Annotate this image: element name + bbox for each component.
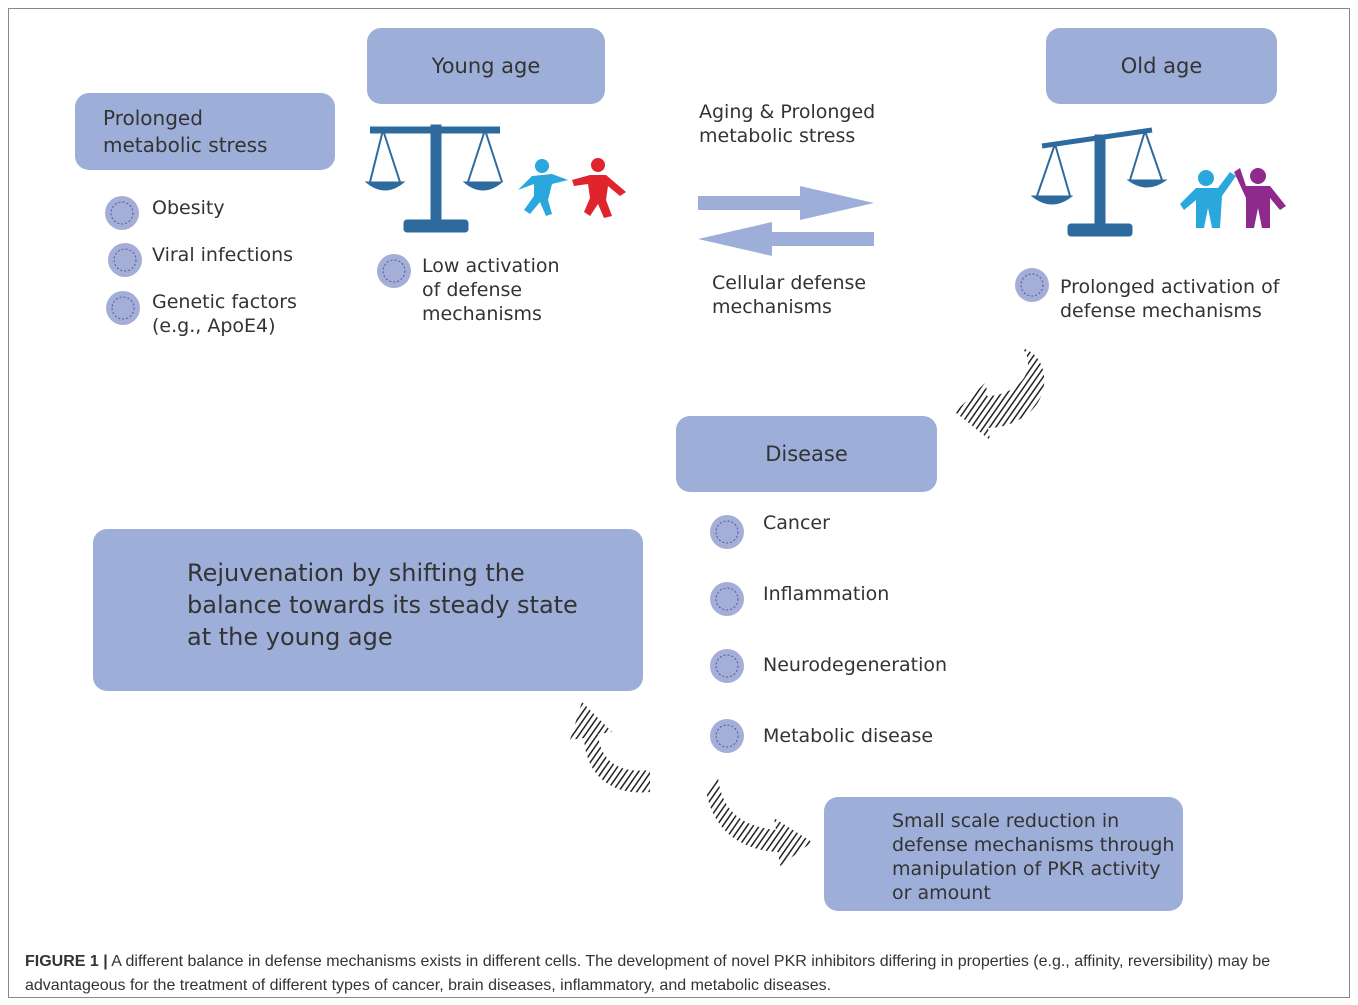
figure-caption-label: FIGURE 1 | (25, 953, 108, 970)
disease-box: Disease (676, 416, 937, 492)
virus-bullet-icon (710, 719, 744, 753)
figure-frame (8, 8, 1350, 998)
figure-caption-text: A different balance in defense mechanism… (25, 953, 1271, 994)
old-age-note: Prolonged activation of defense mechanis… (1060, 276, 1280, 322)
virus-bullet-icon (108, 243, 142, 277)
backward-arrow-label: Cellular defense mechanisms (712, 272, 867, 318)
virus-bullet-icon (1015, 268, 1049, 302)
curved-arrow-to-rejuvenation-icon (570, 702, 650, 793)
old-age-box: Old age (1046, 28, 1277, 104)
disease-item-1: Cancer (763, 512, 830, 534)
forward-arrow-label: Aging & Prolonged metabolic stress (699, 101, 876, 147)
disease-title: Disease (765, 442, 848, 466)
stress-title: Prolonged metabolic stress (103, 106, 268, 157)
virus-bullet-icon (710, 582, 744, 616)
virus-bullet-icon (106, 291, 140, 325)
children-playing-icon (518, 158, 626, 218)
balanced-scale-icon (364, 124, 504, 233)
tilted-scale-icon (1030, 127, 1168, 237)
virus-bullet-icon (710, 515, 744, 549)
stress-item-2: Viral infections (152, 244, 294, 266)
old-age-title: Old age (1120, 54, 1203, 78)
reduction-text: Small scale reduction in defense mechani… (892, 810, 1175, 904)
curved-arrow-to-reduction-icon (706, 778, 812, 866)
rejuvenation-text: Rejuvenation by shifting the balance tow… (187, 559, 578, 651)
figure-caption: FIGURE 1 | A different balance in defens… (25, 950, 1330, 998)
stress-box: Prolonged metabolic stress (75, 93, 335, 170)
backward-arrow-icon (698, 222, 874, 256)
young-age-note: Low activation of defense mechanisms (422, 255, 560, 325)
virus-bullet-icon (710, 649, 744, 683)
stress-item-1: Obesity (152, 197, 225, 219)
curved-arrow-old-to-disease-icon (955, 348, 1045, 440)
young-age-title: Young age (431, 54, 541, 78)
disease-item-3: Neurodegeneration (763, 654, 948, 676)
virus-bullet-icon (105, 196, 139, 230)
rejuvenation-box: Rejuvenation by shifting the balance tow… (93, 529, 643, 691)
virus-bullet-icon (377, 254, 411, 288)
disease-item-4: Metabolic disease (763, 725, 934, 747)
disease-item-2: Inflammation (763, 583, 890, 605)
forward-arrow-icon (698, 186, 874, 220)
stress-item-3: Genetic factors (e.g., ApoE4) (152, 291, 297, 337)
young-age-box: Young age (367, 28, 605, 104)
adults-icon (1180, 168, 1286, 228)
reduction-box: Small scale reduction in defense mechani… (824, 797, 1183, 911)
